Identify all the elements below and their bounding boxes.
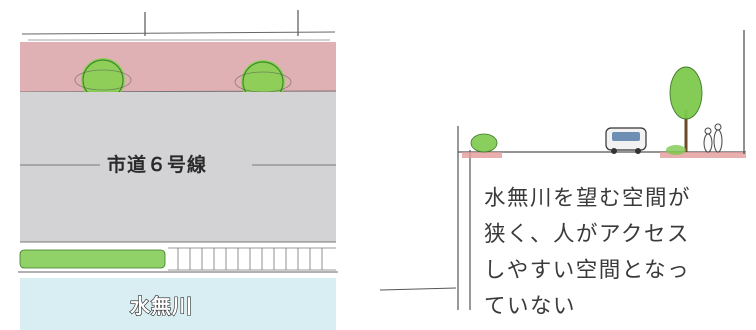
sidewalk-strip <box>20 42 336 92</box>
caption-line: 狭く、人がアクセス <box>484 222 690 247</box>
caption-line: 水無川を望む空間が <box>484 186 692 211</box>
caption-line: ていない <box>484 294 577 319</box>
pedestrians-icon <box>703 123 723 153</box>
sidewalk-section <box>660 152 746 158</box>
tree-icon <box>74 58 132 102</box>
plan-sketch-line <box>21 31 336 35</box>
road-name-label: 市道６号線 <box>107 154 208 176</box>
shrub-icon <box>666 145 686 155</box>
shrub-icon <box>470 133 498 153</box>
tree-icon <box>669 66 703 152</box>
river-name-label: 水無川 <box>129 293 193 318</box>
hedge-outline <box>19 249 166 269</box>
fence-hatching <box>168 247 336 271</box>
issue-caption: 水無川を望む空間が 狭く、人がアクセス しやすい空間となっ ていない <box>484 181 754 325</box>
caption-line: しやすい空間となっ <box>484 258 691 283</box>
plan-view <box>18 10 338 330</box>
road-surface <box>20 92 336 242</box>
water-level-line <box>379 287 457 291</box>
hedge-strip <box>20 250 165 268</box>
curb-line <box>19 90 337 93</box>
sidewalk-section <box>462 152 502 158</box>
river-area <box>20 278 336 330</box>
section-view <box>379 30 746 310</box>
car-icon <box>605 127 647 154</box>
